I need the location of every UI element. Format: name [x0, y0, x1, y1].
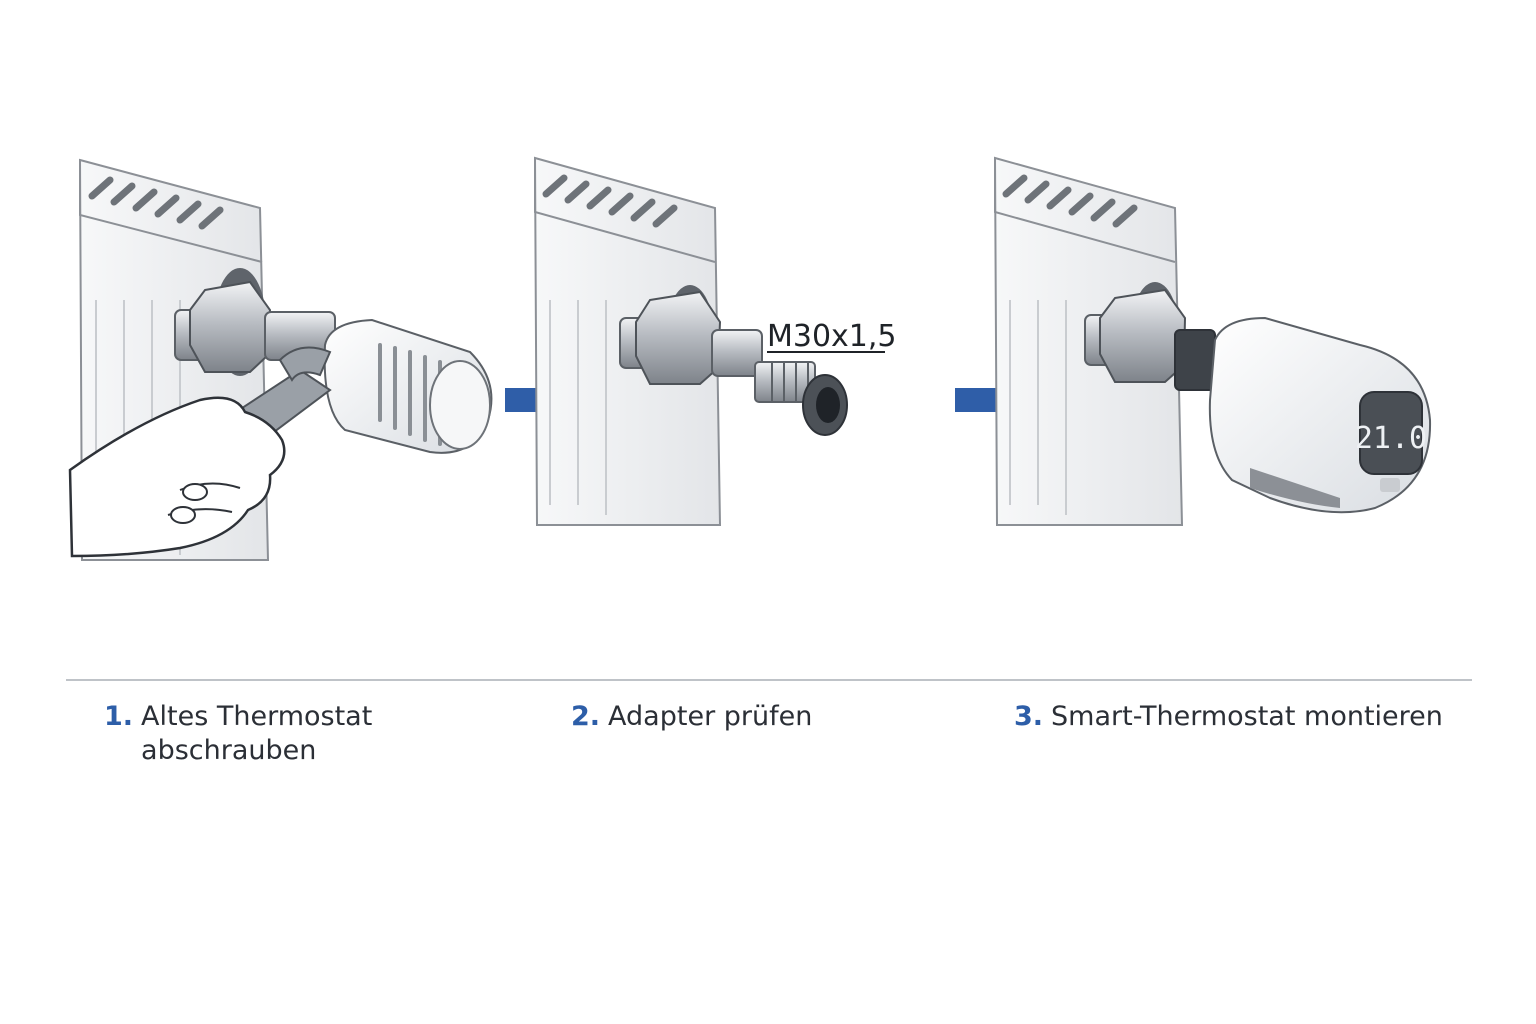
panel-remove-old-thermostat	[68, 158, 493, 561]
old-thermostat-head	[323, 318, 493, 454]
valve-body	[1084, 288, 1216, 391]
valve-body	[174, 280, 336, 373]
temperature-display: 21.0	[1355, 421, 1427, 456]
step-number: 2.	[571, 701, 601, 732]
divider	[66, 679, 1472, 681]
thread-size-label: M30x1,5	[767, 319, 897, 354]
step-number: 1.	[104, 701, 134, 732]
thread-size-annotation: M30x1,5	[767, 319, 897, 354]
panel-check-adapter: M30x1,5	[533, 156, 897, 526]
step-3: 3. Smart-Thermostat montieren	[1014, 700, 1443, 734]
step-label: Altes Thermostat abschrauben	[141, 701, 373, 766]
step-label: Adapter prüfen	[608, 701, 813, 732]
valve-body	[619, 290, 763, 385]
step-1: 1. Altes Thermostat abschrauben	[104, 700, 372, 768]
threaded-adapter	[754, 361, 848, 436]
panel-mount-smart-thermostat: 21.0	[993, 156, 1432, 526]
thermostat-button-icon	[1380, 478, 1400, 492]
step-2: 2. Adapter prüfen	[571, 700, 812, 734]
step-number: 3.	[1014, 701, 1044, 732]
display-screen	[1359, 391, 1423, 475]
smart-thermostat: 21.0	[1208, 316, 1432, 514]
hand	[68, 396, 286, 558]
step-label: Smart-Thermostat montieren	[1051, 701, 1443, 732]
